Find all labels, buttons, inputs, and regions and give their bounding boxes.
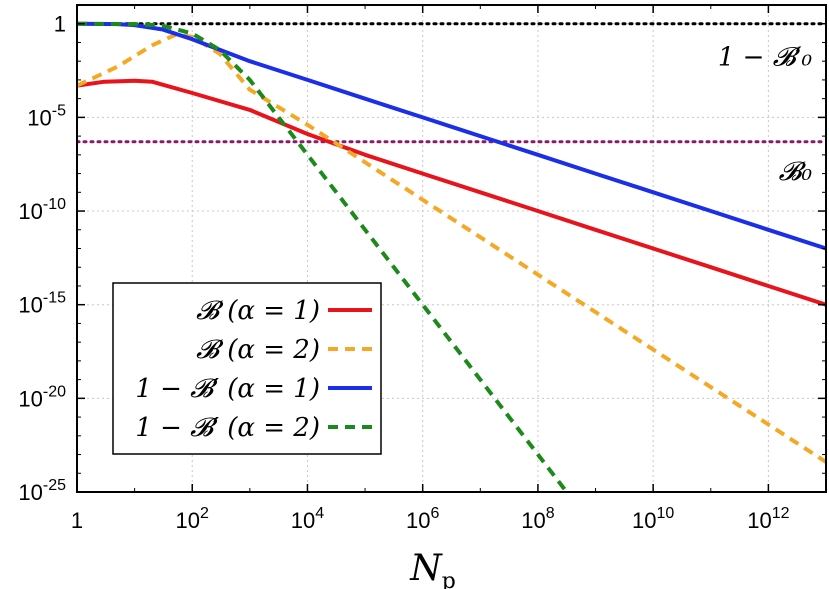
y-tick-label: 10-10 bbox=[18, 196, 66, 224]
y-tick-label-exp: -5 bbox=[52, 102, 66, 119]
x-tick-label: 1 bbox=[71, 508, 83, 533]
x-tick-label-exp: 2 bbox=[200, 505, 209, 522]
reference-lines bbox=[77, 22, 826, 144]
axis-ticks bbox=[76, 4, 827, 493]
legend-entry-label: 𝓑 (α = 1) bbox=[196, 296, 320, 326]
y-tick-label-base: 1 bbox=[54, 12, 66, 37]
x-tick-label-exp: 12 bbox=[772, 505, 790, 522]
y-tick-label-base: 10 bbox=[18, 480, 42, 505]
x-tick-label: 104 bbox=[291, 505, 324, 533]
x-tick-label: 102 bbox=[176, 505, 209, 533]
y-tick-label-exp: -20 bbox=[43, 383, 66, 400]
y-tick-label-base: 10 bbox=[18, 199, 42, 224]
y-tick-label: 10-5 bbox=[27, 102, 66, 130]
y-tick-label-exp: -10 bbox=[43, 196, 66, 213]
x-tick-label-base: 10 bbox=[521, 508, 545, 533]
x-axis-label-sub: p bbox=[442, 569, 456, 589]
x-tick-label: 1010 bbox=[632, 505, 674, 533]
legend-entry-label: 1 − 𝓑′ (α = 1) bbox=[135, 374, 320, 404]
x-tick-label: 108 bbox=[521, 505, 554, 533]
reference-line-labels: 1 − 𝓑′₀ 𝓑₀ bbox=[718, 43, 813, 187]
x-tick-label-base: 10 bbox=[632, 508, 656, 533]
x-tick-label-exp: 10 bbox=[656, 505, 674, 522]
x-tick-label-exp: 4 bbox=[315, 505, 324, 522]
x-tick-label: 1012 bbox=[747, 505, 789, 533]
y-tick-label: 10-25 bbox=[18, 477, 66, 505]
legend: 𝓑 (α = 1) 𝓑 (α = 2) 1 − 𝓑′ (α = 1) 1 − 𝓑′ (… bbox=[112, 282, 382, 455]
y-tick-label-exp: -15 bbox=[43, 290, 66, 307]
x-tick-label-base: 10 bbox=[406, 508, 430, 533]
y-tick-label: 10-20 bbox=[18, 383, 66, 411]
x-tick-label: 106 bbox=[406, 505, 439, 533]
series-line bbox=[77, 78, 826, 307]
x-tick-label-base: 10 bbox=[747, 508, 771, 533]
x-tick-label-base: 1 bbox=[71, 508, 83, 533]
series-line bbox=[77, 33, 826, 464]
y-tick-label-base: 10 bbox=[27, 105, 51, 130]
reference-line-label: 𝓑₀ bbox=[779, 157, 813, 187]
y-tick-label-base: 10 bbox=[18, 293, 42, 318]
y-tick-label-base: 10 bbox=[18, 386, 42, 411]
reference-line-label: 1 − 𝓑′₀ bbox=[718, 43, 813, 73]
x-tick-label-base: 10 bbox=[176, 508, 200, 533]
legend-entry-label: 1 − 𝓑′ (α = 2) bbox=[135, 413, 320, 443]
legend-entry-label: 𝓑 (α = 2) bbox=[196, 335, 320, 365]
series-lines bbox=[77, 21, 826, 492]
series-line bbox=[77, 21, 826, 251]
y-tick-label: 10-15 bbox=[18, 290, 66, 318]
y-tick-label: 1 bbox=[54, 12, 66, 37]
x-tick-label-exp: 8 bbox=[546, 505, 555, 522]
x-axis-label-main: N bbox=[409, 548, 443, 589]
y-tick-label-exp: -25 bbox=[43, 477, 66, 494]
x-tick-label-base: 10 bbox=[291, 508, 315, 533]
series-line bbox=[77, 21, 570, 492]
x-tick-label-exp: 6 bbox=[430, 505, 439, 522]
x-axis-label: Np bbox=[409, 548, 456, 589]
